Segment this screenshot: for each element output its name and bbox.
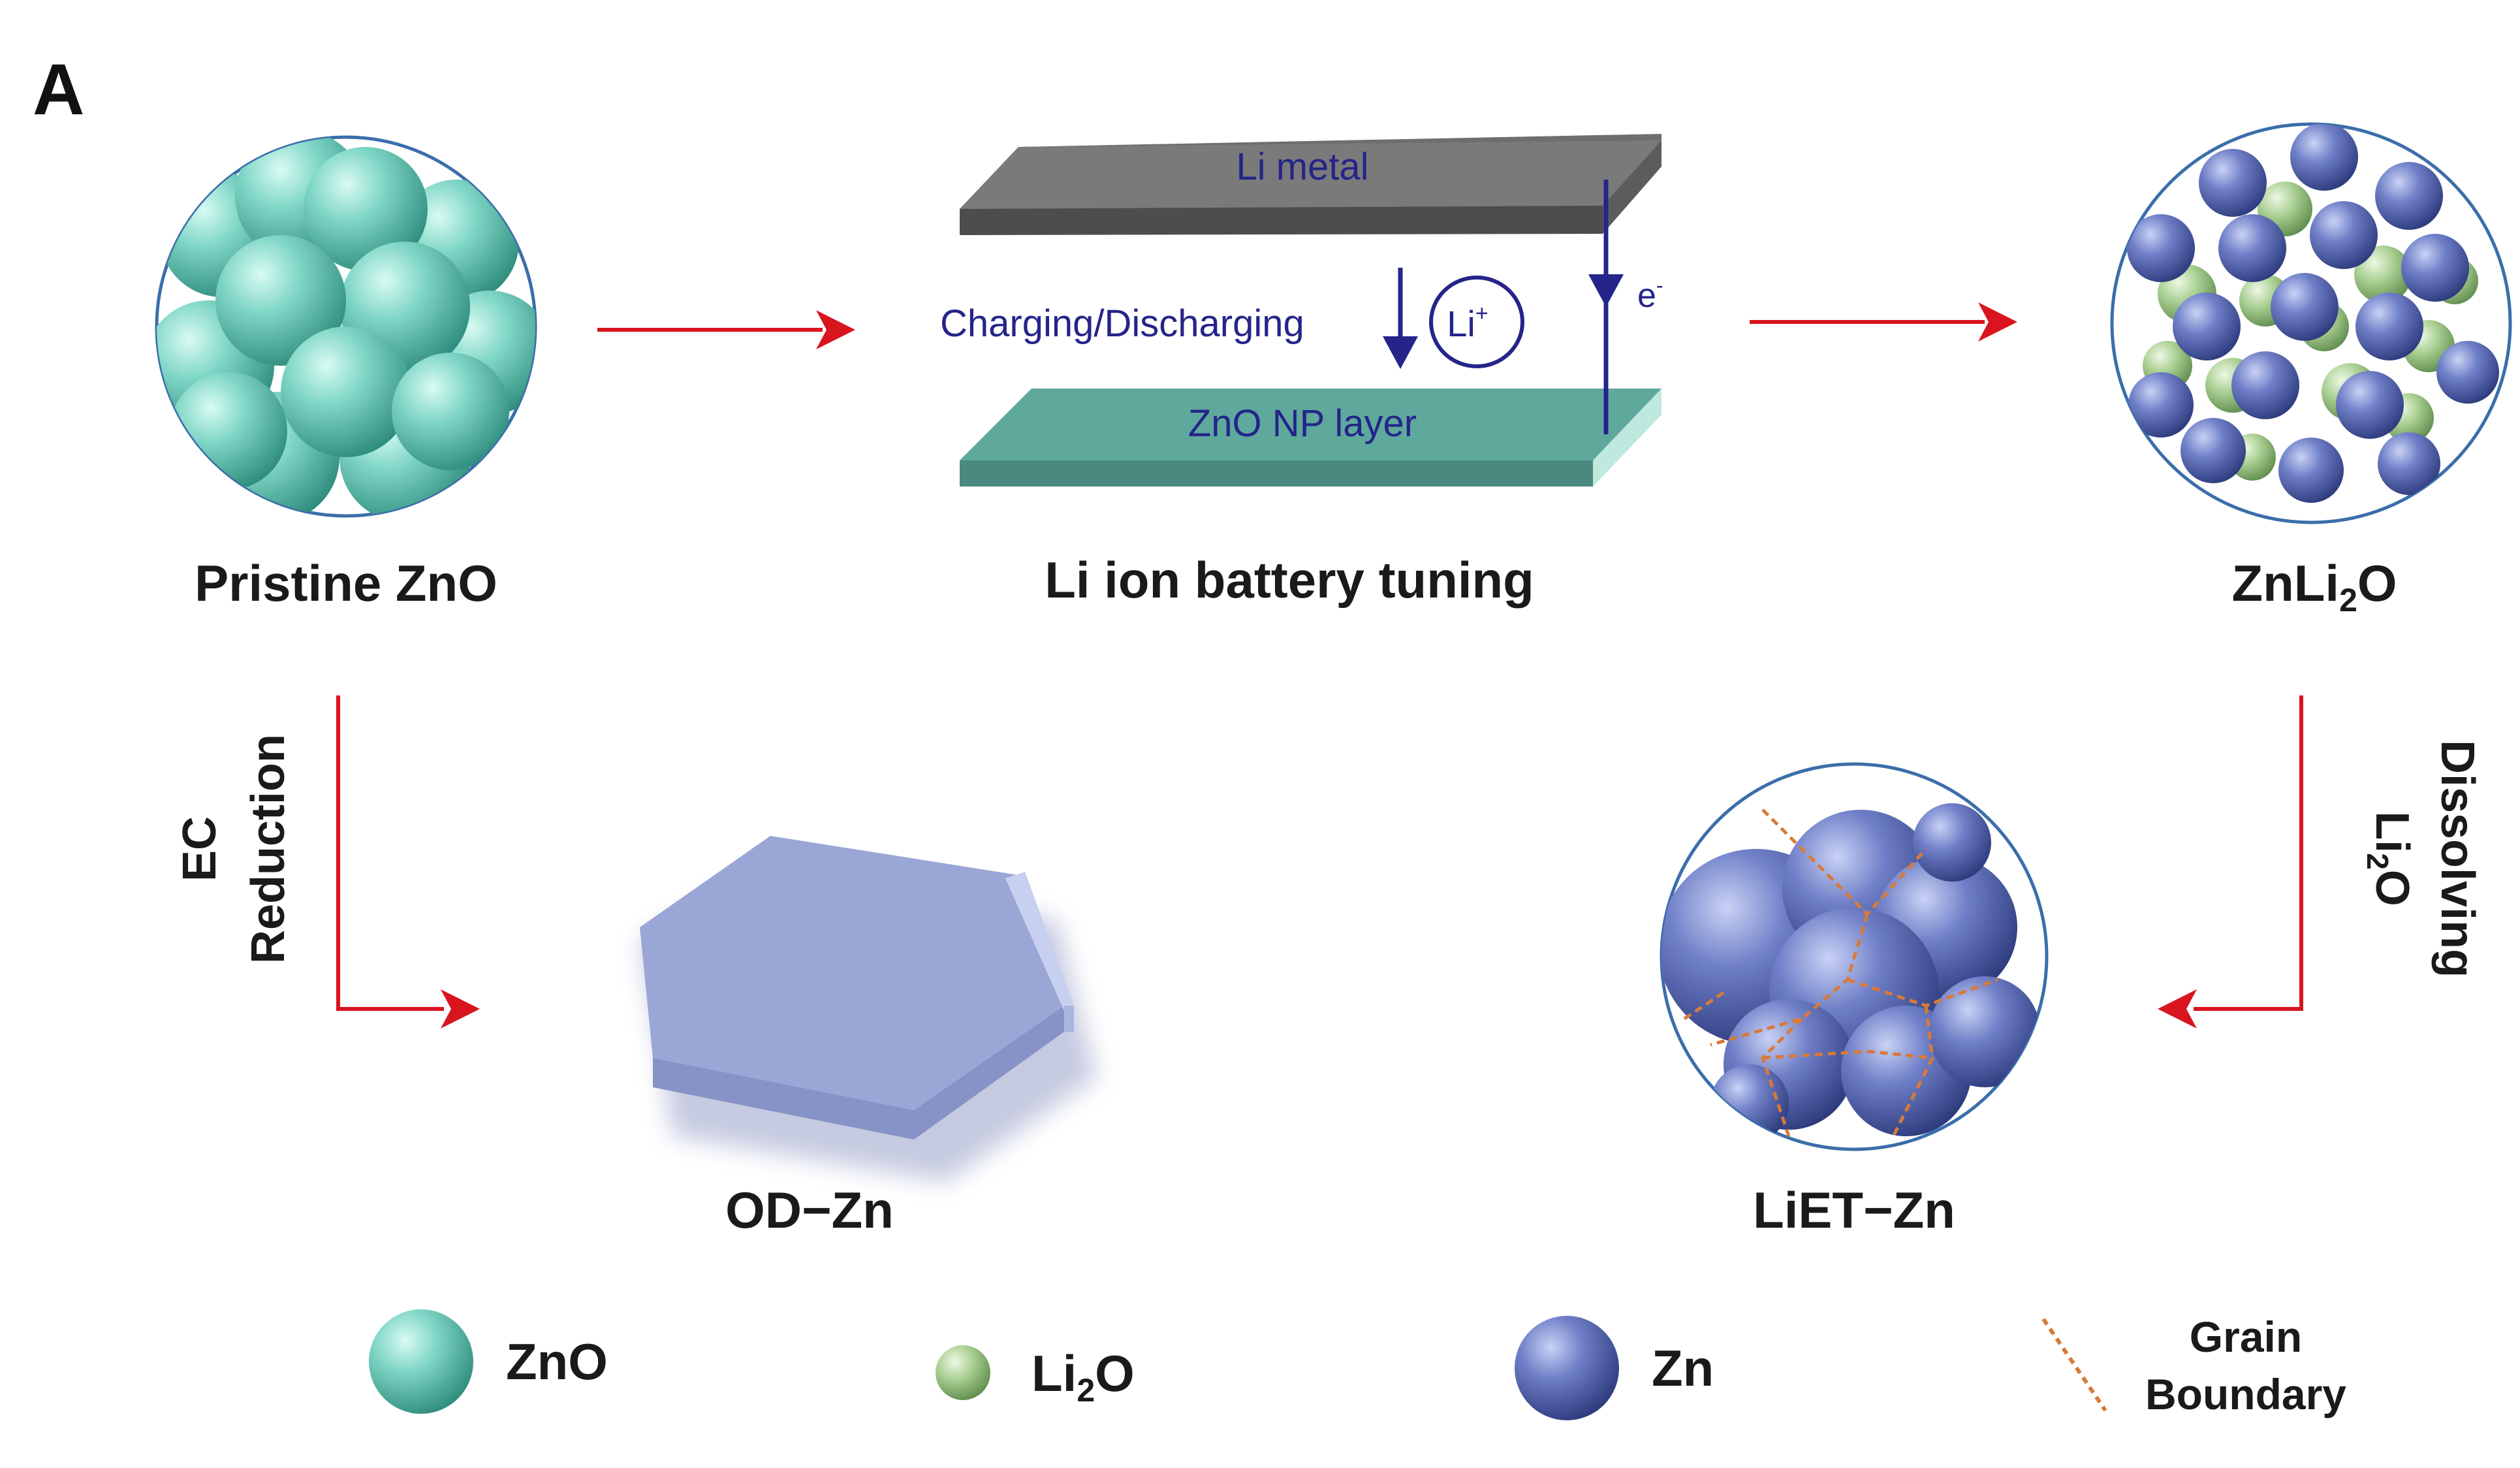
znli2o-cluster [2110,122,2512,524]
zno-np-layer-label: ZnO NP layer [1188,402,1417,445]
legend-boundary-label: Boundary [2145,1370,2346,1418]
battery-tuning-label: Li ion battery tuning [1045,551,1534,609]
electron-label: e- [1637,274,1663,315]
legend-zn-label: Zn [1652,1339,1714,1397]
legend: ZnO Li2O Zn Grain Boundary [369,1309,2346,1420]
li2o-sphere-icon [936,1345,990,1400]
zno-np-layer-plate [960,389,1662,487]
liet-zn-label: LiET−Zn [1753,1181,1955,1239]
panel-label: A [33,50,84,130]
od-zn-label: OD−Zn [725,1181,894,1239]
legend-zno-label: ZnO [506,1333,608,1390]
li-metal-label: Li metal [1236,146,1368,188]
li-ion-charge: + [1475,301,1488,326]
grain-boundary-icon [2041,1318,2107,1412]
zno-sphere-icon [369,1309,473,1414]
liet-zn-cluster [1660,762,2049,1151]
svg-text:Reduction: Reduction [242,734,294,964]
dissolving-arrow [2158,695,2303,1029]
arrow-to-battery [597,310,855,349]
li-ion-text: Li [1447,303,1475,344]
ec-reduction-text: EC Reduction [174,734,294,964]
svg-text:Li2O: Li2O [2361,811,2418,906]
charging-discharging-label: Charging/Discharging [940,302,1304,345]
znli2o-label: ZnLi2O [2231,554,2397,618]
svg-text:Dissolving: Dissolving [2431,740,2483,978]
svg-text:Li+: Li+ [1447,301,1488,344]
svg-text:EC: EC [174,816,226,882]
legend-grain-label: Grain [2190,1313,2302,1361]
dissolving-text: Dissolving Li2O [2361,740,2483,978]
zn-sphere-icon [1515,1316,1619,1420]
hexagon-plate-icon [640,836,1097,1182]
pristine-zno-cluster [155,135,537,518]
li-ion-down-arrow [1383,268,1418,369]
legend-li2o-label: Li2O [1032,1345,1135,1409]
li-metal-plate [960,134,1662,235]
ec-reduction-arrow [336,695,480,1029]
pristine-zno-label: Pristine ZnO [195,554,497,612]
li-ion-badge: Li+ [1429,276,1524,368]
electron-flow-arrow [1588,180,1624,434]
arrow-to-znli2o [1750,302,2017,342]
